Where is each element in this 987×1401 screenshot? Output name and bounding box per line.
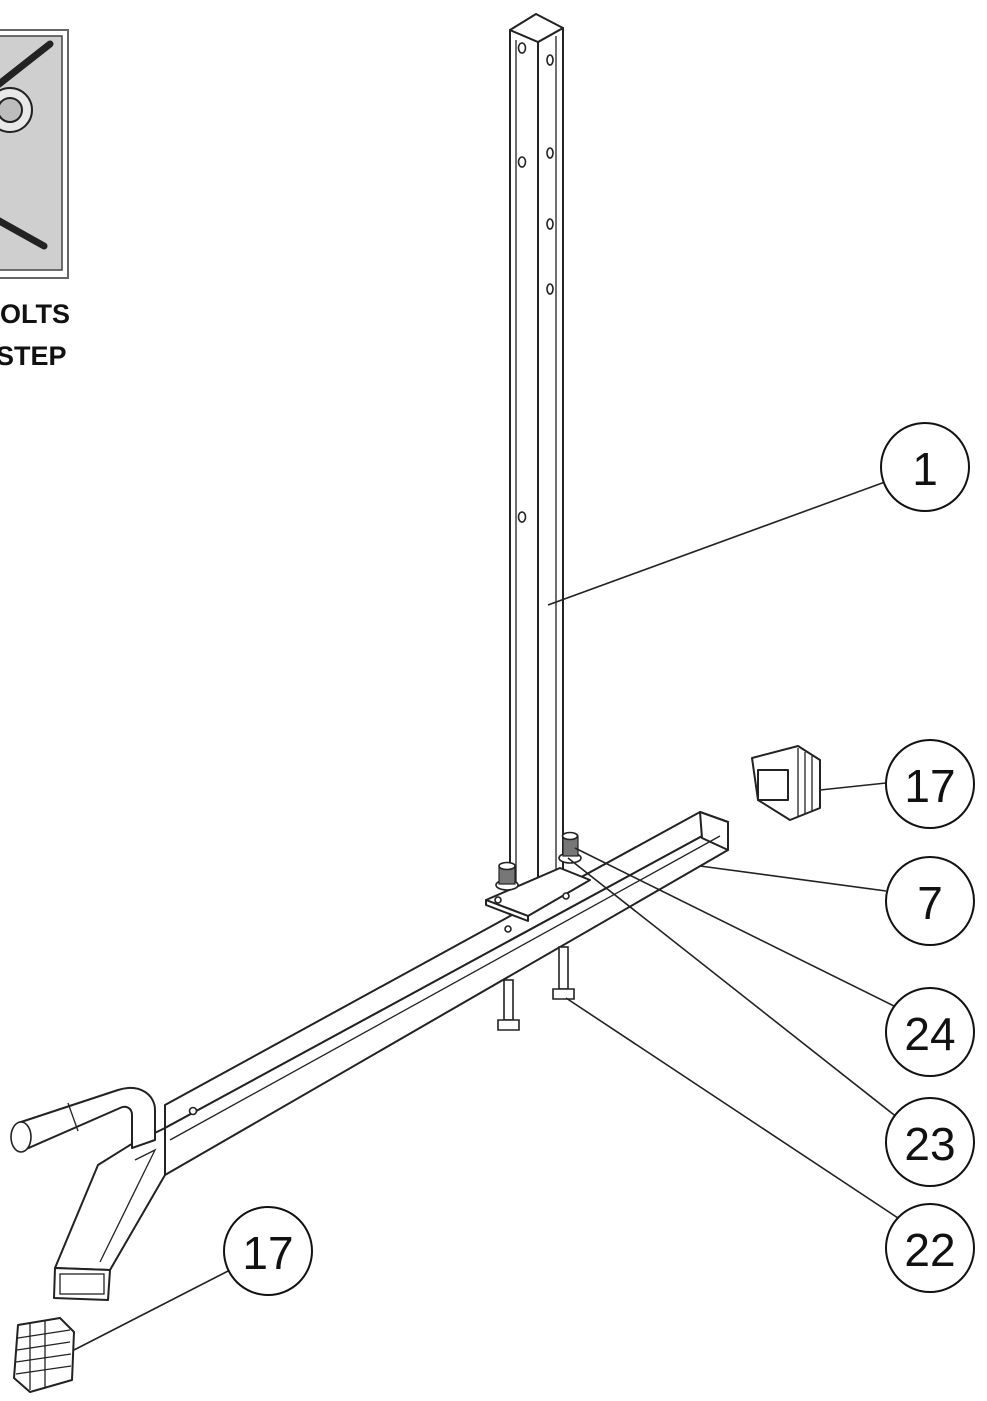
- end-cap-top: [751, 745, 821, 821]
- leader-7: [699, 865, 887, 892]
- handle-grip-end: [10, 1121, 32, 1153]
- base-tube-leg-opening: [59, 1273, 105, 1295]
- base-tube-hole: [188, 1106, 198, 1116]
- base-tube: [10, 811, 729, 1301]
- post-hole: [546, 283, 554, 295]
- callout-17-top-label: 17: [904, 760, 955, 812]
- top-nut-left: [495, 861, 519, 891]
- end-cap-bottom: [13, 1317, 75, 1393]
- callout-22: 22: [885, 1203, 975, 1293]
- mounting-plate-edge: [485, 899, 529, 922]
- callout-7-label: 7: [917, 877, 943, 929]
- post-hole: [546, 218, 554, 230]
- post-hole: [517, 42, 527, 54]
- handle-pipe: [17, 1087, 156, 1151]
- callout-23: 23: [885, 1097, 975, 1187]
- upright-post: [509, 13, 564, 906]
- leader-22: [565, 997, 899, 1219]
- callout-17-bottom: 17: [223, 1206, 313, 1296]
- base-tube-edge-line: [169, 835, 721, 1141]
- post-hole: [517, 511, 527, 523]
- inset-arrow-top: [0, 40, 54, 88]
- handle-grip-seam: [67, 1102, 79, 1132]
- callout-1: 1: [880, 422, 970, 512]
- callout-17-bottom-label: 17: [242, 1227, 293, 1279]
- leader-lines: [73, 481, 899, 1351]
- leader-17-top: [819, 782, 887, 791]
- callout-7: 7: [885, 856, 975, 946]
- upright-post-side: [537, 27, 564, 906]
- post-hole: [546, 54, 554, 66]
- inset-note: OLTS STEP: [0, 29, 70, 371]
- callout-24-label: 24: [904, 1008, 955, 1060]
- plate-hole: [504, 925, 512, 933]
- leader-24: [574, 847, 899, 1009]
- callout-23-label: 23: [904, 1118, 955, 1170]
- post-hole: [517, 156, 527, 168]
- base-tube-end-face: [699, 811, 729, 851]
- base-tube-front-face: [164, 821, 729, 1176]
- callout-17-top: 17: [885, 739, 975, 829]
- leader-17-bottom: [73, 1269, 231, 1351]
- mounting-plate: [485, 867, 591, 933]
- leader-1: [547, 481, 886, 606]
- inset-washer-icon: [0, 87, 33, 133]
- callout-22-label: 22: [904, 1224, 955, 1276]
- inset-note-line1: OLTS: [0, 299, 70, 329]
- callout-24: 24: [885, 987, 975, 1077]
- base-tube-bent-leg: [54, 1127, 166, 1271]
- bolt-left: [497, 979, 520, 1031]
- base-tube-top-face: [164, 811, 729, 1129]
- callout-1-label: 1: [912, 443, 938, 495]
- bolt-right: [552, 946, 575, 1000]
- base-tube-bend-edge: [99, 1148, 157, 1263]
- upright-post-top-cap: [509, 13, 564, 43]
- post-hole: [546, 147, 554, 159]
- leader-23: [567, 857, 899, 1119]
- plate-hole: [562, 892, 570, 900]
- inset-arrow-bottom: [0, 217, 48, 250]
- plate-hole: [494, 896, 502, 904]
- inset-note-line2: STEP: [0, 341, 67, 371]
- top-nut-right: [558, 831, 582, 864]
